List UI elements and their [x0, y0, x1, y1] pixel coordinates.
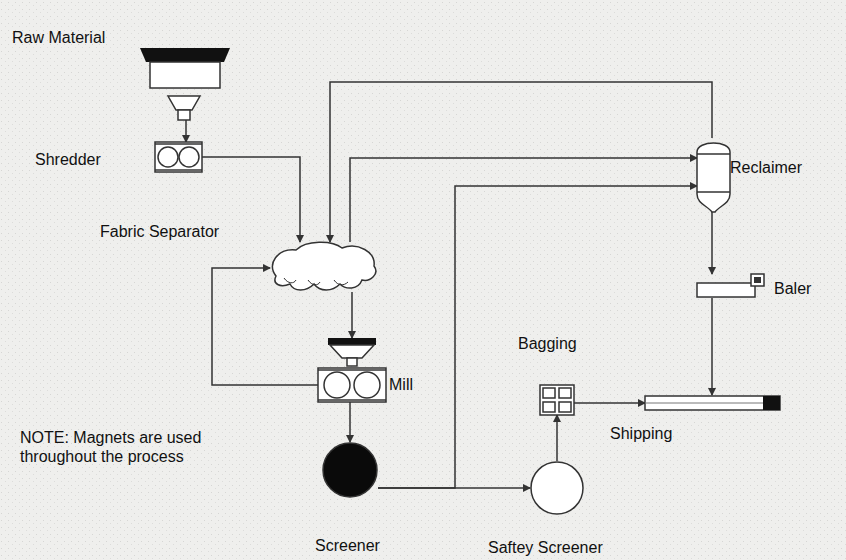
- flow-connector: [349, 402, 351, 442]
- flow-connector: [711, 298, 713, 395]
- raw-material-hopper: Raw Material: [140, 48, 230, 120]
- flow-connector: [350, 158, 697, 242]
- fabric-separator-cloud: Fabric Separator: [270, 242, 378, 292]
- flow-connector: [378, 186, 697, 488]
- safety-screener-drum: Saftey Screener: [530, 461, 584, 515]
- mill-rollers: Mill: [318, 338, 386, 402]
- shredder-rollers: Shredder: [155, 142, 202, 172]
- node-label: Reclaimer: [730, 158, 802, 177]
- node-icon: [155, 142, 202, 172]
- screener-drum: Screener: [322, 442, 378, 498]
- node-label: Mill: [389, 375, 413, 394]
- node-label: Baler: [774, 279, 811, 298]
- flow-connector: [330, 82, 712, 242]
- shipping-conveyor: Shipping: [645, 395, 780, 411]
- node-label: Shredder: [35, 150, 101, 169]
- reclaimer-vessel: Reclaimer: [697, 138, 730, 212]
- node-icon: [697, 138, 730, 212]
- bagging-station: Bagging: [540, 385, 574, 415]
- note-label: NOTE: Magnets are used throughout the pr…: [20, 428, 240, 466]
- flow-connector: [378, 487, 530, 489]
- node-label: Screener: [315, 536, 380, 555]
- node-label: Saftey Screener: [488, 538, 603, 557]
- flow-connector: [351, 292, 353, 338]
- node-icon: [645, 395, 780, 411]
- flow-connector: [574, 402, 645, 404]
- node-icon: [697, 274, 765, 298]
- flow-connector: [185, 120, 187, 142]
- node-label: Fabric Separator: [100, 222, 219, 241]
- node-icon: [140, 48, 230, 120]
- node-icon: [270, 242, 378, 292]
- node-icon: [322, 442, 378, 498]
- node-label: Raw Material: [12, 28, 105, 47]
- node-icon: [540, 385, 574, 415]
- node-label: Bagging: [518, 334, 577, 353]
- node-icon: [530, 461, 584, 515]
- baler-press: Baler: [697, 274, 765, 298]
- node-icon: [318, 338, 386, 402]
- node-label: Shipping: [610, 424, 672, 443]
- flow-connector: [711, 212, 713, 274]
- flow-connector: [556, 415, 558, 461]
